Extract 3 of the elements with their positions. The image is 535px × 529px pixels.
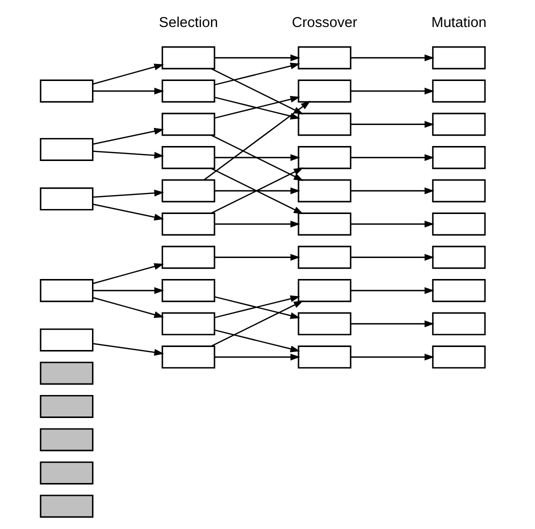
label: Crossover [292,15,358,32]
label: Mutation [431,15,486,32]
label: Selection [158,15,218,32]
